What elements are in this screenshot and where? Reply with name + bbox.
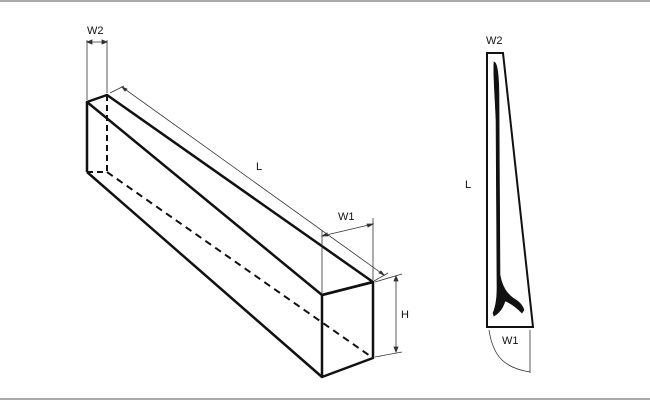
profile-outline: [486, 52, 535, 328]
label-l-iso: L: [256, 161, 262, 173]
profile-view: [486, 52, 535, 373]
label-w2-iso: W2: [87, 25, 104, 37]
beam-front-bottom-edge: [86, 171, 323, 378]
dim-w1-iso: [320, 218, 375, 293]
label-w2-profile: W2: [486, 35, 503, 47]
dim-l-iso: [109, 85, 389, 282]
dim-h-iso: [374, 273, 403, 358]
label-l-profile: L: [465, 179, 471, 191]
hidden-edge-long-bottom: [106, 171, 374, 359]
label-w1-profile: W1: [502, 335, 519, 347]
dim-w1-profile-arc: [488, 329, 531, 373]
label-w1-iso: W1: [338, 211, 355, 223]
dim-w2-iso: [85, 39, 109, 100]
beam-top-face: [85, 93, 375, 297]
beam-end-face: [320, 280, 375, 379]
blade-cross-section: [492, 61, 525, 317]
isometric-beam: [85, 93, 375, 379]
label-h-iso: H: [401, 309, 409, 321]
